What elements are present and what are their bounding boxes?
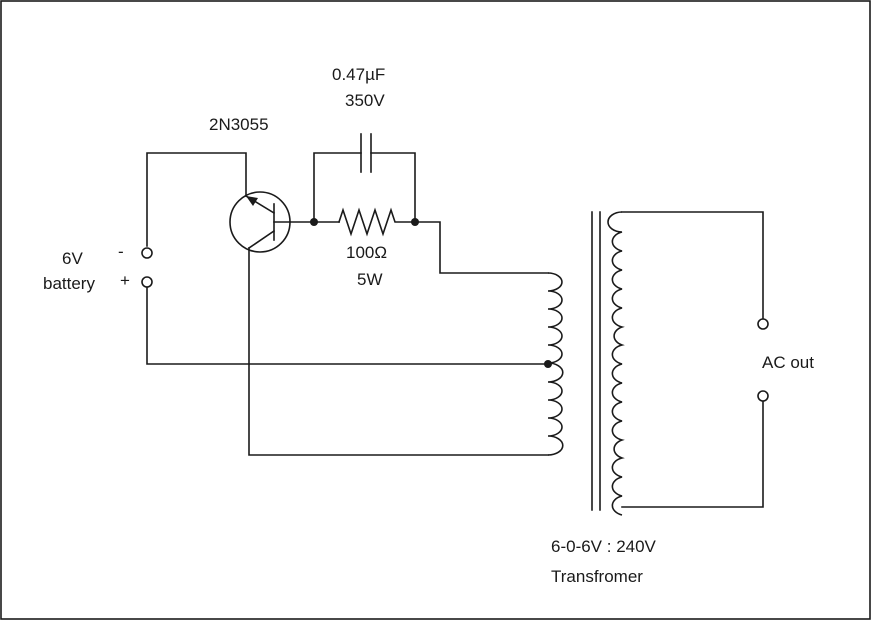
resistor-power-label: 5W [357, 270, 383, 289]
wire-secondary-bottom-to-out [621, 401, 764, 508]
transformer-rating-label: 6-0-6V : 240V [551, 537, 657, 556]
wire-battery-plus-to-center-tap [146, 287, 549, 365]
ac-out-label: AC out [762, 353, 814, 372]
capacitor-voltage-label: 350V [345, 91, 385, 110]
wire-capacitor-left [313, 152, 362, 222]
battery-terminals [141, 152, 549, 365]
transistor-2n3055 [229, 191, 291, 253]
wire-rc-to-primary [414, 221, 549, 274]
junction-dot-left [310, 218, 318, 226]
wire-capacitor-right [370, 152, 416, 222]
battery-plus-terminal [141, 276, 153, 288]
transistor-label: 2N3055 [209, 115, 269, 134]
secondary-coil [607, 211, 625, 516]
resistor-value-label: 100Ω [346, 243, 387, 262]
battery-minus-label: - [118, 242, 124, 261]
transistor-collector [247, 229, 276, 250]
wire-collector-to-primary [248, 247, 549, 456]
resistor-zigzag [337, 207, 416, 237]
primary-coil [547, 272, 564, 456]
battery-plus-label: + [120, 271, 130, 290]
wire-battery-minus-to-collector [146, 152, 247, 247]
battery-minus-terminal [141, 247, 153, 259]
ac-out-terminal-bottom [757, 390, 769, 402]
junction-dot-center-tap [544, 360, 552, 368]
battery-voltage-label: 6V [62, 249, 83, 268]
transformer-label: Transfromer [551, 567, 643, 586]
capacitor-value-label: 0.47µF [332, 65, 385, 84]
emitter-arrow-icon [246, 196, 258, 206]
junction-dot-right [411, 218, 419, 226]
capacitor [313, 133, 416, 222]
wire-secondary-top-to-out [621, 211, 764, 319]
battery-label: battery [43, 274, 95, 293]
ac-out-terminal-top [757, 318, 769, 330]
